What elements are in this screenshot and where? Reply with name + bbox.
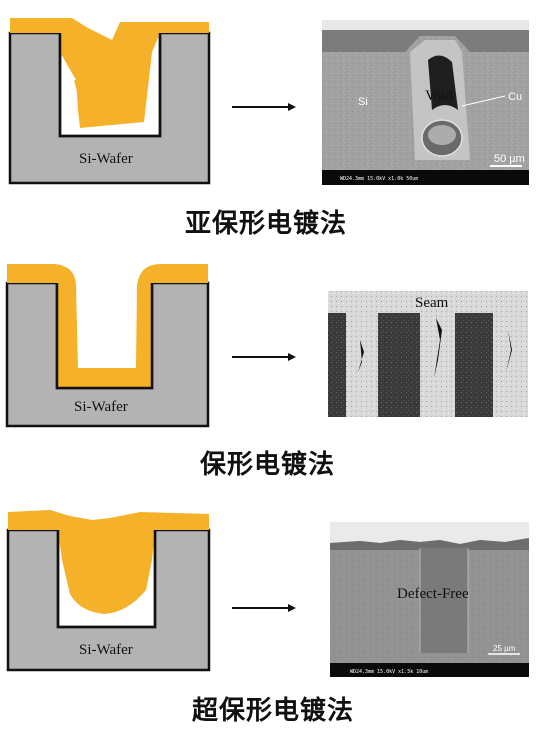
void-label: Void (425, 88, 454, 104)
scale-bar-label: 50 µm (494, 153, 525, 165)
trench-outline (56, 530, 157, 629)
arrow-2 (232, 353, 296, 361)
row-3-sem-image: WD24.3mm 15.0kV x1.5k 10um (330, 522, 529, 677)
caption-sub-conformal: 亚保形电镀法 (185, 209, 348, 239)
caption-super-conformal: 超保形电镀法 (192, 696, 355, 726)
si-label: Si (358, 96, 368, 108)
cu-label: Cu (508, 91, 522, 103)
copper-deposit (8, 510, 209, 614)
scale-bar-label: 25 µm (493, 644, 516, 653)
caption-conformal: 保形电镀法 (200, 450, 336, 480)
wafer-label: Si-Wafer (79, 642, 133, 658)
copper-deposit (10, 18, 209, 128)
defect-free-label: Defect-Free (397, 586, 469, 602)
row-1-wafer-diagram (8, 18, 211, 185)
trench-outline (55, 283, 154, 390)
svg-text:WD24.3mm 15.0kV x1.0k 50um: WD24.3mm 15.0kV x1.0k 50um (340, 176, 418, 182)
row-2-sem-image (328, 291, 528, 417)
wafer-label: Si-Wafer (74, 399, 128, 415)
row-3-wafer-diagram (6, 510, 211, 672)
svg-text:WD24.3mm 15.0kV x1.5k 10um: WD24.3mm 15.0kV x1.5k 10um (350, 669, 428, 675)
trench-outline (58, 33, 162, 138)
seam-label: Seam (415, 295, 449, 311)
arrow-1 (232, 103, 296, 111)
arrow-3 (232, 604, 296, 612)
row-2-wafer-diagram (5, 264, 210, 428)
row-1-sem-image: WD24.3mm 15.0kV x1.0k 50um (322, 20, 529, 185)
wafer-label: Si-Wafer (79, 151, 133, 167)
